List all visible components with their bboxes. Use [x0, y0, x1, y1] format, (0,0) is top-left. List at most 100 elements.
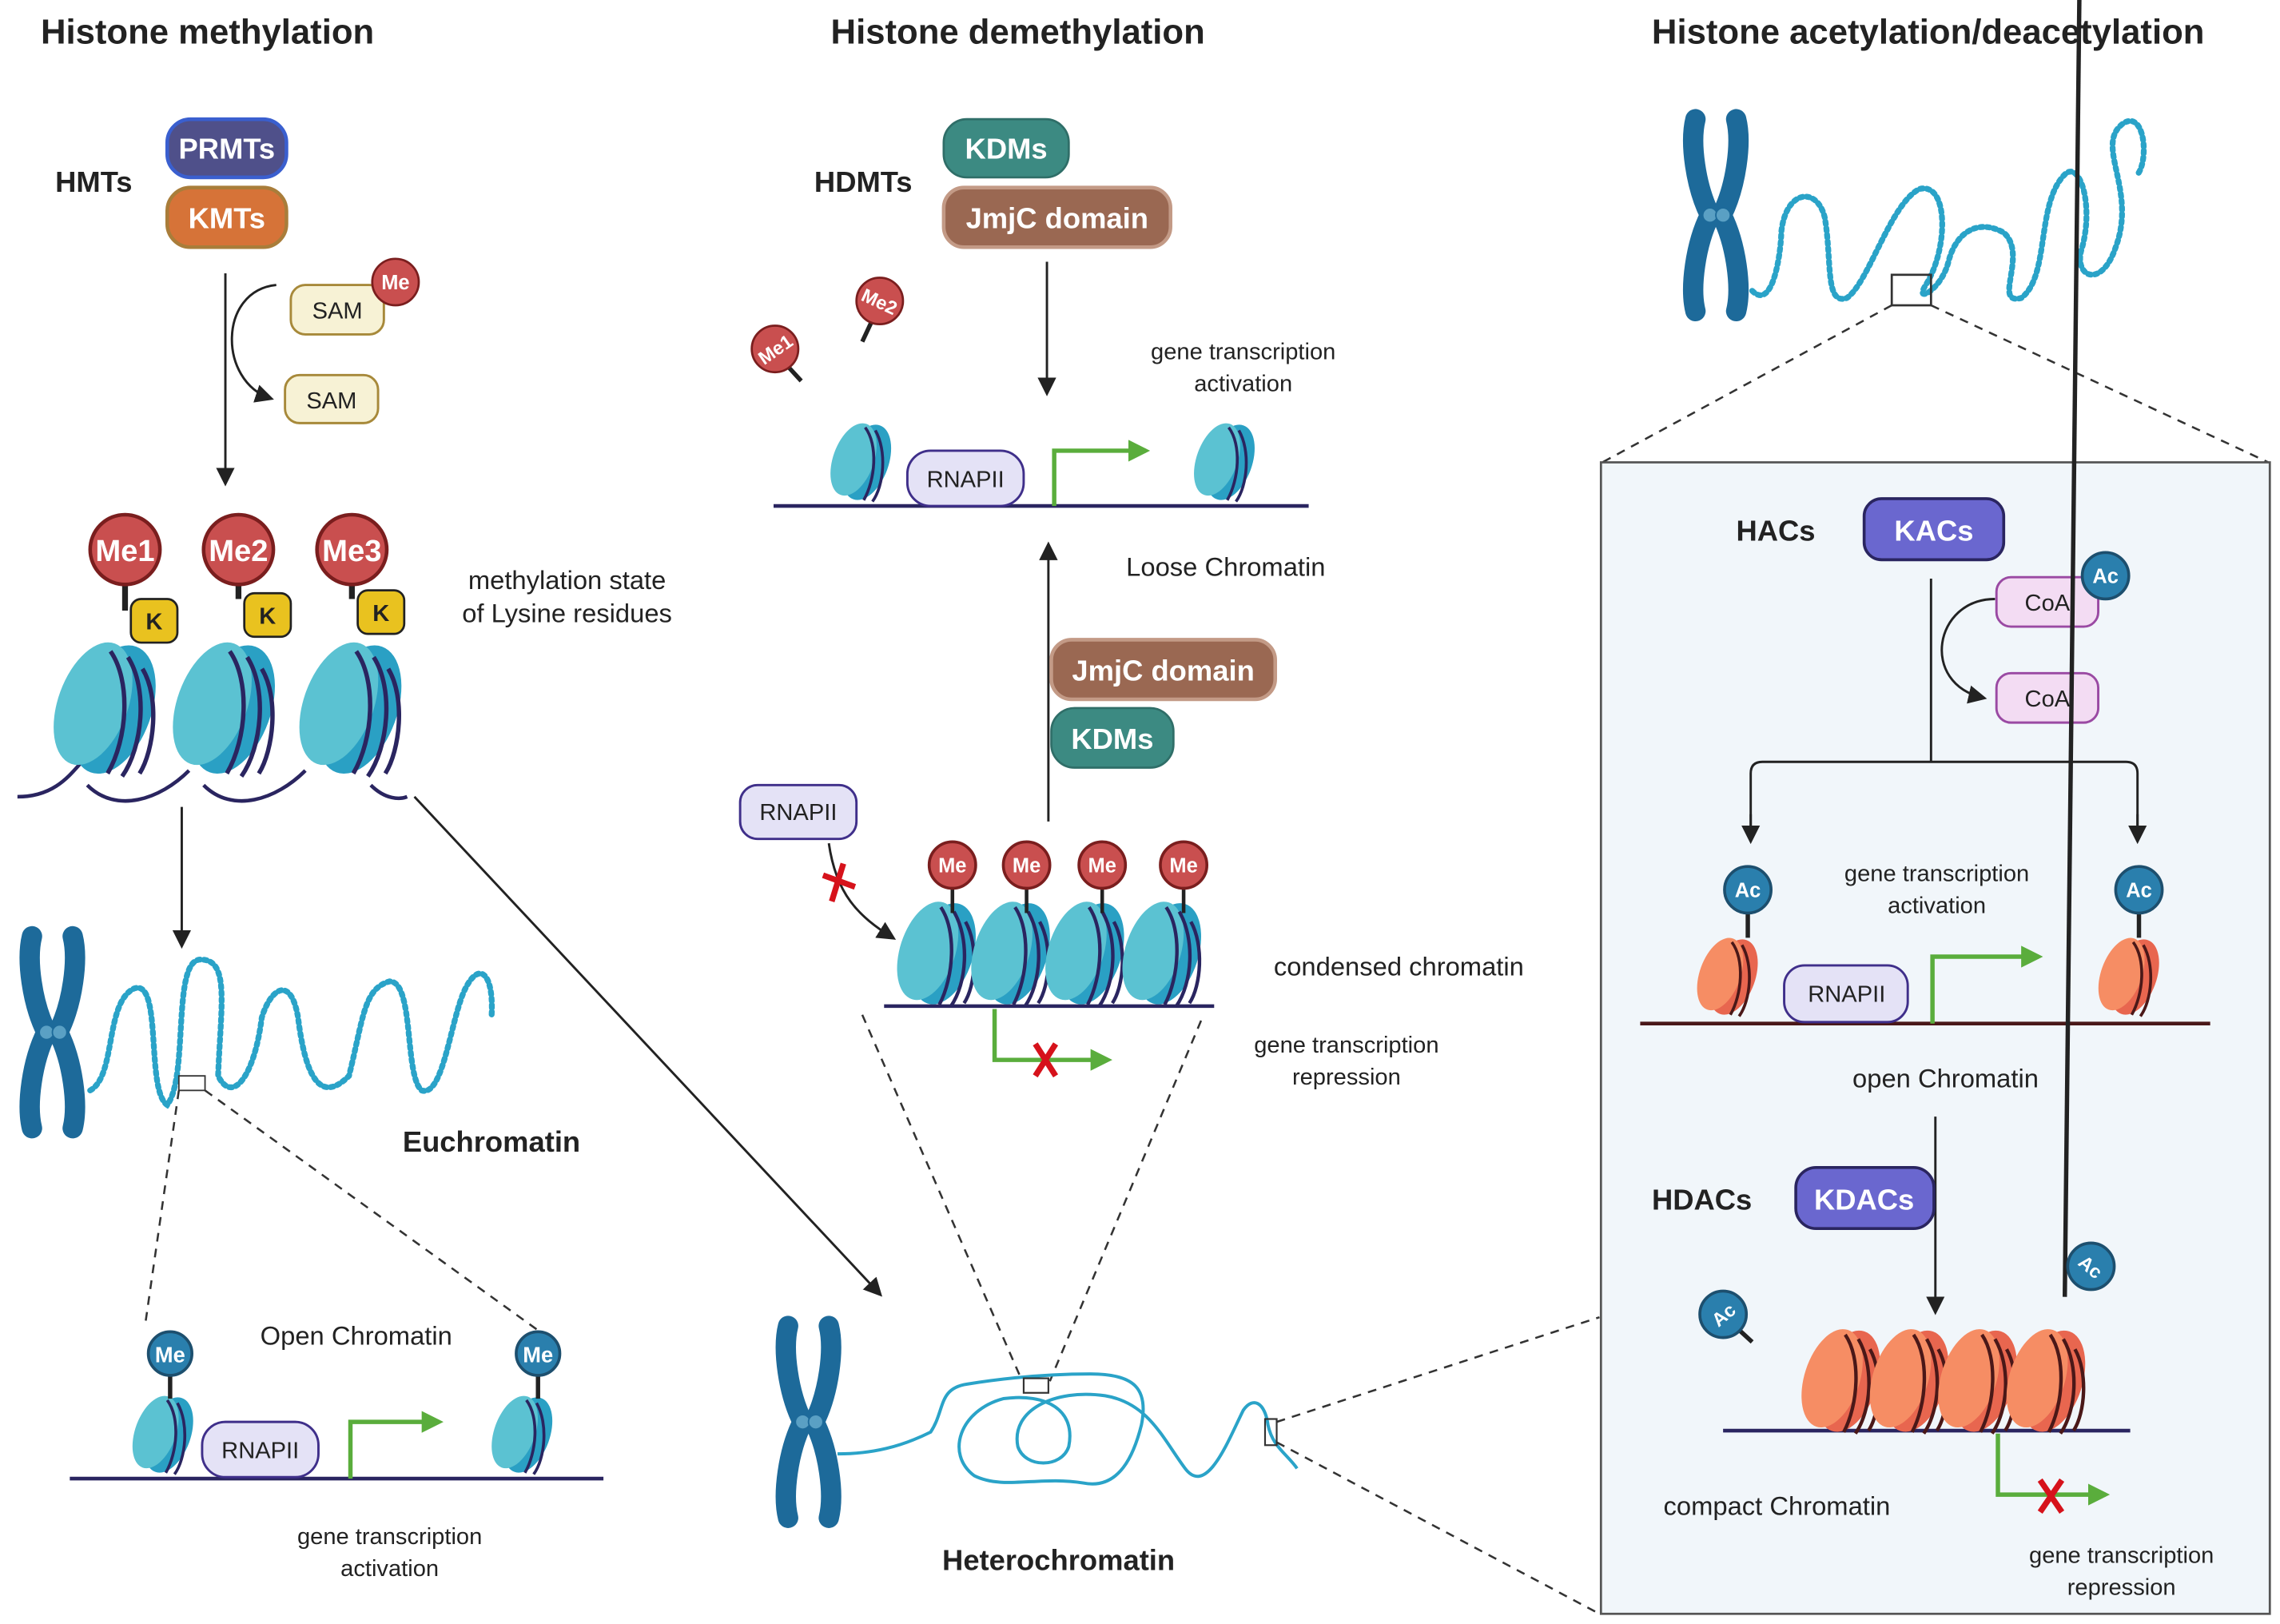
me-label: Me — [1169, 854, 1197, 877]
bottom-outcome-line1: gene transcription — [1254, 1033, 1438, 1058]
me1-mark: Me1 — [88, 512, 162, 587]
prmts-label: PRMTs — [179, 132, 276, 165]
zoom-box — [1890, 273, 1932, 307]
sam-in-label: SAM — [312, 298, 363, 324]
methyl-badge-icon — [371, 257, 420, 307]
lysine-label: K — [145, 610, 162, 635]
top-outcome-line1: gene transcription — [1844, 861, 2029, 886]
sam-box: SAM — [284, 373, 380, 424]
released-ac-left: Ac — [1698, 1289, 1754, 1344]
branch-connector — [1749, 760, 2139, 839]
jmjc-pill-lower: JmjC domain — [1049, 638, 1277, 702]
jmjc-label: JmjC domain — [966, 202, 1148, 235]
kmts-pill: KMTs — [165, 185, 288, 249]
kdacs-pill: KDACs — [1794, 1165, 1936, 1231]
ac-mark-right: Ac — [2114, 865, 2164, 915]
compact-chromatin-label: compact Chromatin — [1664, 1491, 1891, 1521]
zoom-line-left — [861, 1014, 1024, 1382]
kacs-pill: KACs — [1862, 497, 2006, 562]
bottom-outcome-line2: repression — [1292, 1065, 1401, 1090]
released-ac-right: Ac — [2062, 0, 2116, 1297]
zoom-line-upper — [1276, 1316, 1600, 1423]
prmts-pill: PRMTs — [165, 117, 288, 180]
kdacs-label: KDACs — [1814, 1184, 1914, 1216]
euchromatin-label: Euchromatin — [403, 1125, 580, 1158]
me-label: Me — [938, 854, 966, 877]
hdacs-label: HDACs — [1652, 1184, 1752, 1216]
rnapii-box: RNAPII — [1783, 964, 1909, 1024]
hmts-label: HMTs — [55, 165, 132, 198]
open-chromatin-label: Open Chromatin — [261, 1321, 452, 1351]
acetylation-section: Histone acetylation/deacetylation HACs K… — [1599, 0, 2271, 1615]
to-heterochromatin-arrow — [413, 795, 882, 1297]
kdms-pill: KDMs — [942, 117, 1070, 179]
zoom-line-left — [1602, 304, 1892, 464]
zoom-line-right — [1048, 1020, 1203, 1382]
lysine-label: K — [259, 603, 276, 629]
me2-mark: Me2 — [201, 512, 276, 587]
acetyl-badge-icon — [2080, 551, 2131, 601]
rnapii-label: RNAPII — [927, 467, 1005, 492]
lysine-1: K — [129, 598, 179, 644]
top-outcome-line1: gene transcription — [1151, 339, 1335, 364]
me-label: Me — [1013, 854, 1041, 877]
lysine-3: K — [356, 589, 406, 635]
bottom-outcome-line1: gene transcription — [2029, 1543, 2214, 1569]
me1-label: Me1 — [95, 534, 154, 568]
state-caption-line1: methylation state — [468, 565, 666, 595]
rnapii-box-top: RNAPII — [905, 449, 1025, 508]
jmjc-lower-label: JmjC domain — [1072, 654, 1254, 687]
repression-x-icon — [1033, 1042, 1059, 1078]
chromosome-icon — [30, 937, 75, 1128]
repression-x-icon — [2037, 1478, 2065, 1514]
open-chromatin-label: open Chromatin — [1852, 1064, 2039, 1093]
state-caption-line2: of Lysine residues — [462, 599, 672, 628]
me-mark: Me — [1077, 840, 1128, 890]
rnapii-label: RNAPII — [759, 800, 837, 826]
me3-label: Me3 — [322, 534, 381, 568]
rnapii-label: RNAPII — [1808, 981, 1885, 1007]
zoom-line-right — [1930, 304, 2269, 464]
zoom-box — [1022, 1377, 1049, 1394]
condensed-nucleosomes: Me Me Me Me — [884, 840, 1214, 1013]
coa-out-label: CoA — [2025, 687, 2071, 712]
chromosome-icon — [786, 1326, 831, 1518]
zoom-line-lower — [1275, 1441, 1601, 1615]
me-mark: Me — [927, 840, 977, 890]
kdms-lower-label: KDMs — [1071, 722, 1153, 755]
me-mark: Me — [1001, 840, 1052, 890]
lysine-2: K — [243, 591, 292, 639]
methylation-states: Me1 Me2 Me3 K K K — [17, 512, 418, 803]
top-outcome-line2: activation — [1888, 893, 1986, 918]
transcription-arrow — [348, 1411, 444, 1479]
ac-label: Ac — [2126, 879, 2152, 902]
outcome-line1: gene transcription — [297, 1524, 482, 1550]
acetylation-detail-panel — [1599, 461, 2271, 1615]
blocked-x-icon — [822, 862, 857, 902]
kmts-label: KMTs — [189, 202, 265, 235]
acetyl-badge-label: Ac — [2092, 565, 2119, 587]
transcription-arrow — [1930, 945, 2043, 1024]
lysine-label: K — [372, 601, 389, 627]
compact-nucleosomes — [1723, 1321, 2131, 1439]
heterochromatin-label: Heterochromatin — [942, 1544, 1175, 1577]
zoom-box — [1263, 1418, 1278, 1447]
kdms-pill-lower: KDMs — [1050, 707, 1175, 769]
methylation-title: Histone methylation — [41, 13, 374, 52]
methylation-section: Histone methylation HMTs PRMTs KMTs SAM … — [17, 13, 882, 1582]
sam-methyl-box: SAM Me — [289, 257, 420, 336]
zoom-line-left — [144, 1090, 181, 1323]
released-me1: Me1 — [750, 324, 803, 383]
rnapii-box-blocked: RNAPII — [738, 783, 858, 841]
me-mark-label: Me — [155, 1343, 185, 1367]
chromatin-fiber — [1749, 117, 2147, 302]
sam-out-label: SAM — [306, 388, 356, 414]
chromosome-icon — [1693, 119, 1739, 311]
condensed-chromatin-label: condensed chromatin — [1274, 952, 1524, 981]
zoom-box — [177, 1075, 206, 1092]
blocked-arrow — [827, 842, 897, 940]
ac-mark-left: Ac — [1723, 865, 1773, 915]
heterochromatin-fiber — [838, 1372, 1299, 1486]
blocked-transcription-arrow — [992, 1009, 1112, 1071]
